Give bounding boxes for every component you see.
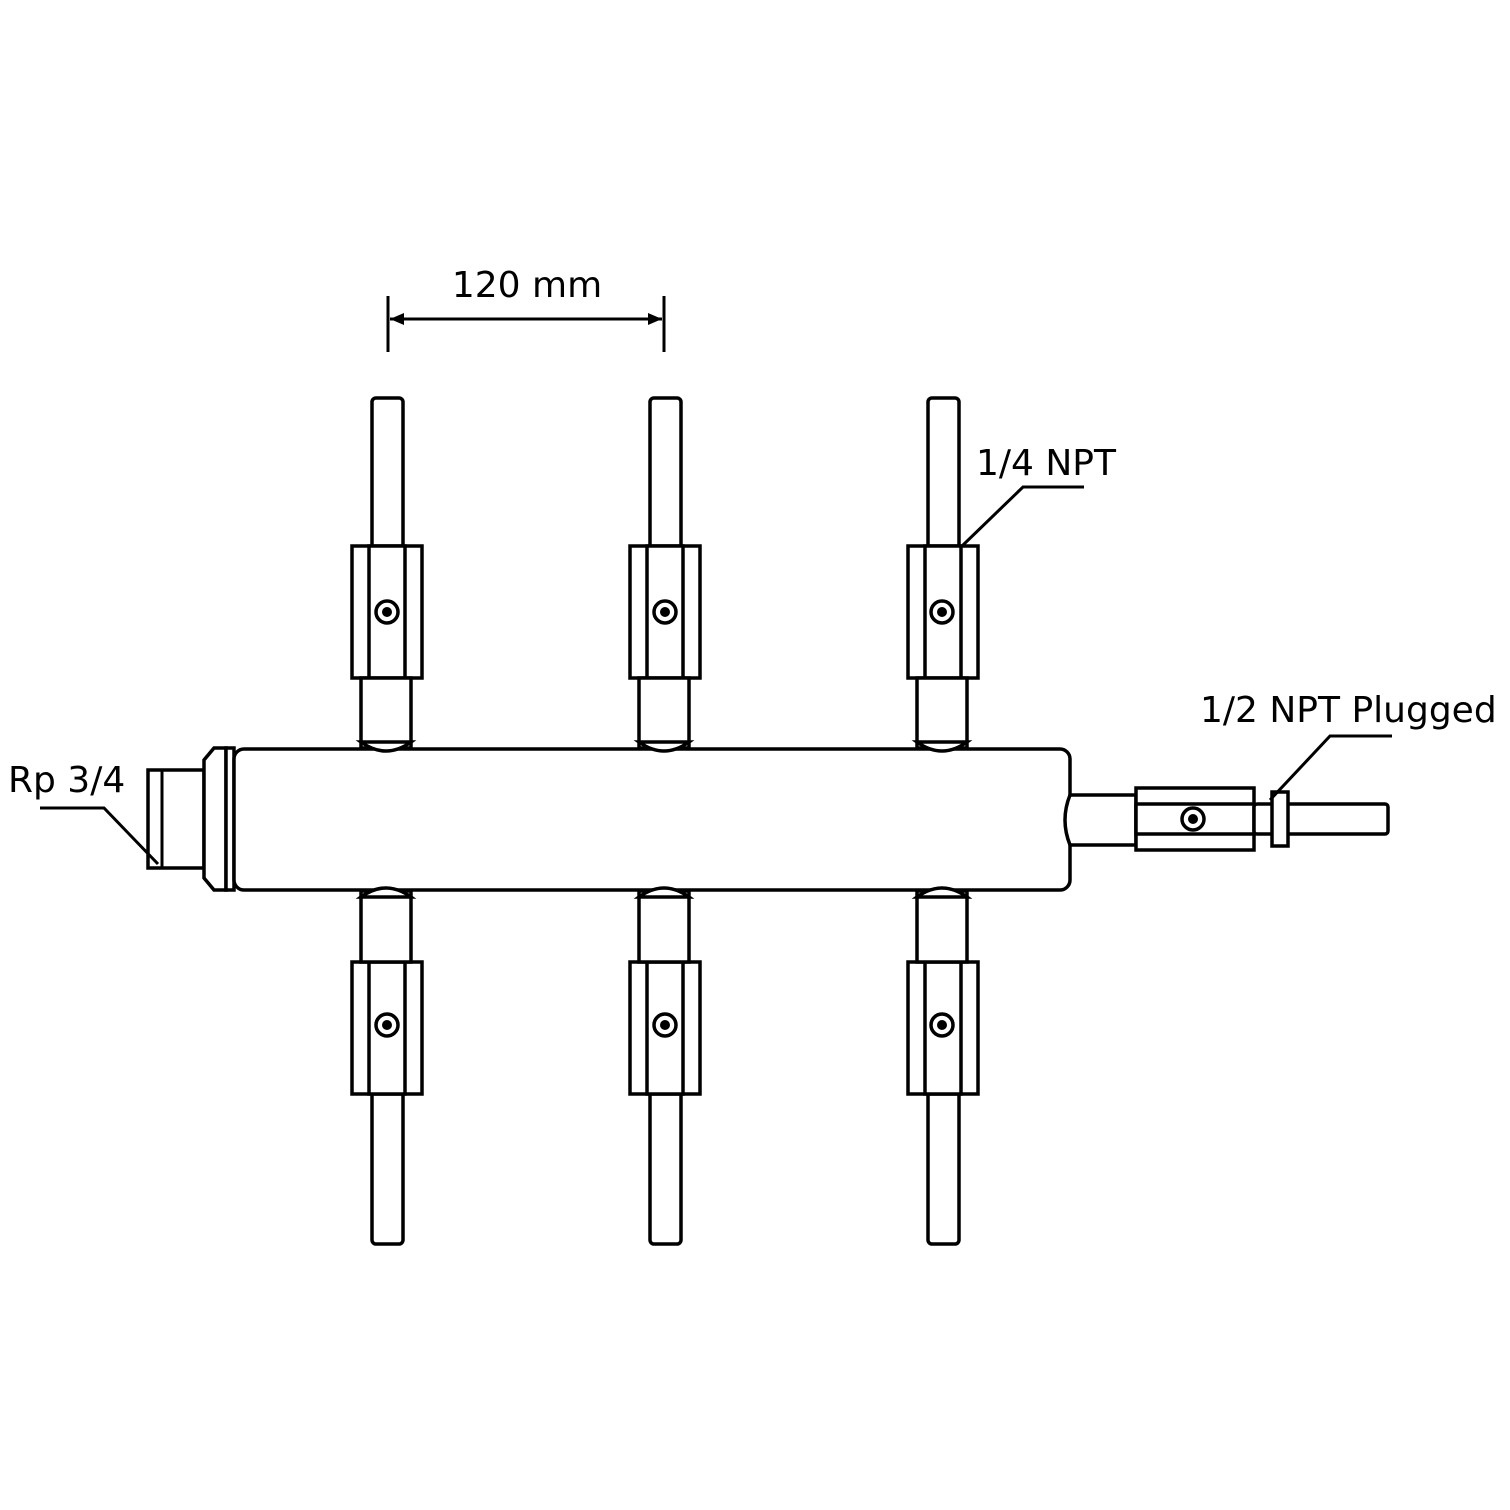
valve-bottom-1: [350, 886, 424, 1246]
end-plug-label: 1/2 NPT Plugged: [1200, 690, 1497, 731]
valve-top-2: [628, 396, 702, 753]
inlet-fitting: [146, 746, 236, 892]
valve-top-3: [906, 396, 980, 753]
end-plug-valve: [1063, 786, 1390, 852]
inlet-thread-label: Rp 3/4: [8, 760, 125, 801]
manifold-body: [232, 747, 1072, 892]
leader-outlet-thread: [960, 485, 1084, 548]
valve-bottom-2: [628, 886, 702, 1246]
leader-inlet-thread: [40, 806, 160, 866]
valve-top-1: [350, 396, 424, 753]
outlet-thread-label: 1/4 NPT: [976, 443, 1117, 484]
valve-bottom-3: [906, 886, 980, 1246]
dimension-label: 120 mm: [452, 265, 602, 306]
dimension-spacing: 120 mm: [386, 265, 666, 352]
leader-end-plug: [1268, 734, 1392, 802]
